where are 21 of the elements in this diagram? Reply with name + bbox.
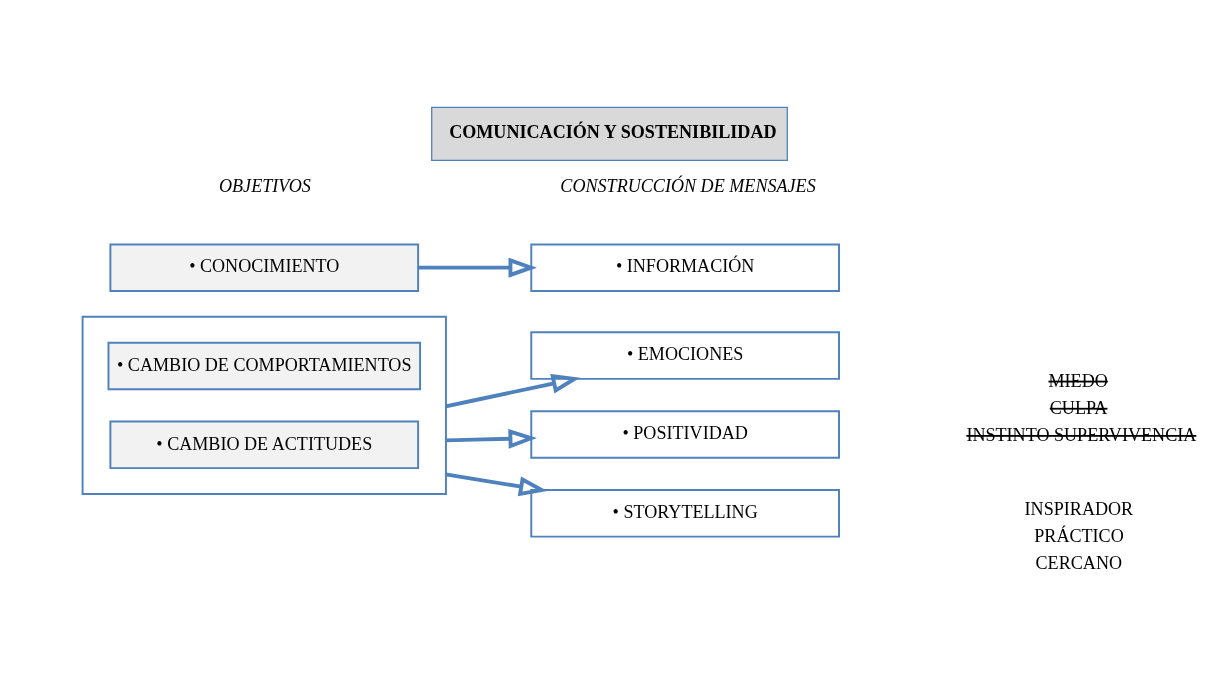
node-label: PRÁCTICO xyxy=(1034,526,1124,547)
node-box: • INFORMACIÓN xyxy=(530,243,840,292)
cluster xyxy=(81,315,447,495)
node-box: • CAMBIO DE ACTITUDES xyxy=(109,420,420,470)
node-box: • CONOCIMIENTO xyxy=(109,243,420,292)
arrow xyxy=(418,257,537,278)
arrow xyxy=(445,373,581,409)
node-box: • EMOCIONES xyxy=(530,331,840,380)
arrow xyxy=(445,472,548,497)
node-label: CERCANO xyxy=(1035,553,1123,574)
node-label: MIEDO xyxy=(1048,370,1108,391)
diagram-title: COMUNICACIÓN Y SOSTENIBILIDAD xyxy=(449,121,777,142)
node-box: • POSITIVIDAD xyxy=(530,410,840,459)
node-label: INSPIRADOR xyxy=(1024,498,1134,519)
node-label: CULPA xyxy=(1049,398,1108,419)
label: OBJETIVOS xyxy=(219,176,311,197)
node-box: • CAMBIO DE COMPORTAMIENTOS xyxy=(107,341,422,391)
node-box: • STORYTELLING xyxy=(530,489,840,538)
node-label: INSTINTO SUPERVIVENCIA xyxy=(966,425,1197,446)
label: CONSTRUCCIÓN DE MENSAJES xyxy=(560,176,816,197)
arrow xyxy=(445,428,537,449)
